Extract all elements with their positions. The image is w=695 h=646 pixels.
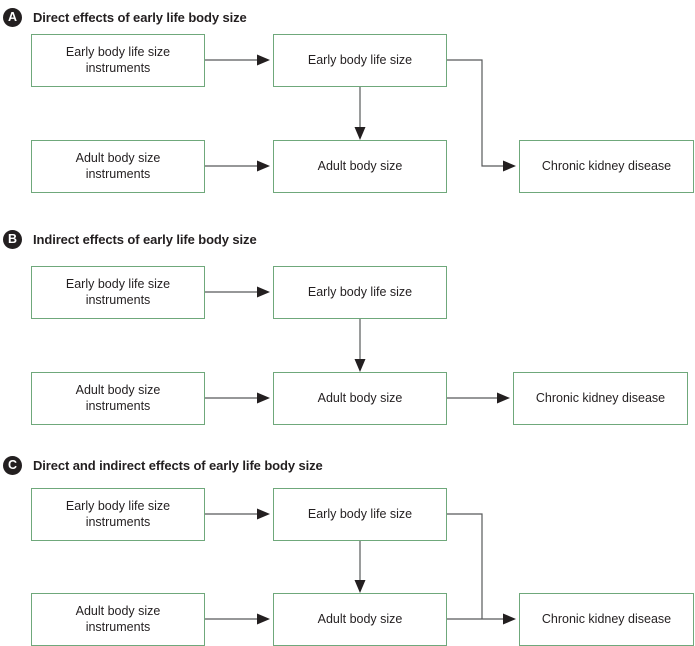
node-outcome[interactable]: Chronic kidney disease xyxy=(513,372,688,425)
panel-b-title: Indirect effects of early life body size xyxy=(33,231,257,247)
edge-adult-body-to-outcome xyxy=(447,613,516,625)
node-label: Chronic kidney disease xyxy=(535,390,666,405)
panel-b-badge: B xyxy=(3,229,22,249)
node-label: Adult body size xyxy=(317,158,403,173)
edge-adult-instruments-to-adult-body xyxy=(205,613,270,625)
node-label: Adult body size xyxy=(317,611,403,626)
node-label: Chronic kidney disease xyxy=(541,158,672,173)
panel-c: C Direct and indirect effects of early l… xyxy=(0,448,695,646)
panel-a-title: Direct effects of early life body size xyxy=(33,9,247,25)
node-outcome[interactable]: Chronic kidney disease xyxy=(519,140,694,193)
edge-adult-body-to-outcome xyxy=(447,392,510,404)
edge-early-instruments-to-early-body xyxy=(205,54,270,66)
panel-a-badge: A xyxy=(3,7,22,27)
edge-early-body-to-adult-body xyxy=(354,319,366,372)
node-adult-body[interactable]: Adult body size xyxy=(273,593,447,646)
node-early-body[interactable]: Early body life size xyxy=(273,266,447,319)
node-label: Early body life size xyxy=(307,284,413,299)
edge-early-body-to-adult-body xyxy=(354,540,366,593)
node-adult-body[interactable]: Adult body size xyxy=(273,140,447,193)
node-outcome[interactable]: Chronic kidney disease xyxy=(519,593,694,646)
panel-c-title: Direct and indirect effects of early lif… xyxy=(33,457,323,473)
node-label: Chronic kidney disease xyxy=(541,611,672,626)
panel-b: B Indirect effects of early life body si… xyxy=(0,222,695,448)
node-label: Adult body size xyxy=(317,390,403,405)
edge-adult-instruments-to-adult-body xyxy=(205,160,270,172)
panel-a-header: A Direct effects of early life body size xyxy=(0,6,247,28)
panel-a: A Direct effects of early life body size xyxy=(0,0,695,222)
edge-early-body-to-outcome xyxy=(447,513,483,619)
edge-early-instruments-to-early-body xyxy=(205,286,270,298)
node-label: Early body life size xyxy=(307,52,413,67)
node-adult-body[interactable]: Adult body size xyxy=(273,372,447,425)
node-early-body[interactable]: Early body life size xyxy=(273,488,447,541)
panel-c-badge: C xyxy=(3,455,22,475)
edge-adult-instruments-to-adult-body xyxy=(205,392,270,404)
edge-early-body-to-outcome xyxy=(447,59,516,172)
panel-b-header: B Indirect effects of early life body si… xyxy=(0,228,257,250)
edge-early-instruments-to-early-body xyxy=(205,508,270,520)
panel-c-header: C Direct and indirect effects of early l… xyxy=(0,454,323,476)
edge-early-body-to-adult-body xyxy=(354,87,366,140)
node-label: Early body life size xyxy=(307,506,413,521)
node-early-body[interactable]: Early body life size xyxy=(273,34,447,87)
